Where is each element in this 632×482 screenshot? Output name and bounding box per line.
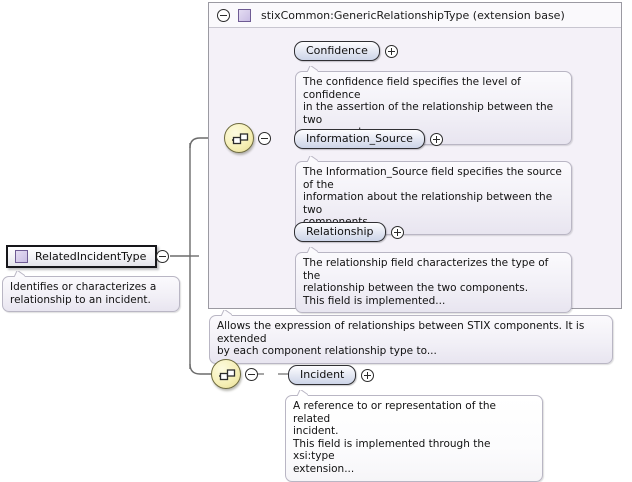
relationship-annotation: The relationship field characterizes the… [295, 252, 572, 314]
annotation-tail [307, 66, 318, 72]
incident-annotation: A reference to or representation of the … [285, 395, 543, 482]
element-label: Information_Source [294, 129, 425, 149]
root-type-box[interactable]: RelatedIncidentType [6, 245, 158, 268]
plus-circle-icon[interactable] [390, 225, 404, 239]
complex-type-icon [15, 250, 28, 263]
element-label: Incident [288, 365, 357, 385]
root-collapse-toggle[interactable] [156, 250, 169, 263]
extension-base-title: stixCommon:GenericRelationshipType (exte… [261, 8, 565, 22]
relationship-annotation-text: The relationship field characterizes the… [303, 257, 549, 307]
sequence-icon[interactable] [211, 359, 241, 389]
plus-circle-icon[interactable] [429, 132, 443, 146]
minus-circle-icon[interactable] [217, 8, 230, 22]
annotation-tail [14, 271, 25, 277]
extension-base-header: stixCommon:GenericRelationshipType (exte… [209, 3, 621, 28]
extension-base-annotation: Allows the expression of relationships b… [209, 315, 613, 364]
complex-type-icon [238, 8, 251, 22]
annotation-tail [307, 156, 318, 162]
element-information-source[interactable]: Information_Source [294, 129, 443, 149]
element-relationship[interactable]: Relationship [294, 222, 404, 242]
root-annotation: Identifies or characterizes a relationsh… [2, 276, 180, 313]
annotation-tail [221, 310, 232, 316]
plus-circle-icon[interactable] [384, 44, 398, 58]
plus-circle-icon[interactable] [361, 368, 375, 382]
element-label: Confidence [294, 41, 380, 61]
information-source-annotation-text: The Information_Source field specifies t… [303, 166, 562, 228]
annotation-tail [307, 247, 318, 253]
sequence-collapse-toggle[interactable] [258, 132, 271, 145]
root-type-label: RelatedIncidentType [35, 250, 147, 263]
sequence-icon[interactable] [224, 123, 254, 153]
element-label: Relationship [294, 222, 386, 242]
incident-annotation-text: A reference to or representation of the … [293, 400, 496, 475]
sequence-collapse-toggle[interactable] [245, 368, 258, 381]
extension-base-annotation-text: Allows the expression of relationships b… [217, 320, 585, 358]
annotation-tail [297, 390, 308, 396]
root-annotation-text: Identifies or characterizes a relationsh… [10, 281, 157, 306]
element-incident[interactable]: Incident [288, 365, 375, 385]
element-confidence[interactable]: Confidence [294, 41, 398, 61]
